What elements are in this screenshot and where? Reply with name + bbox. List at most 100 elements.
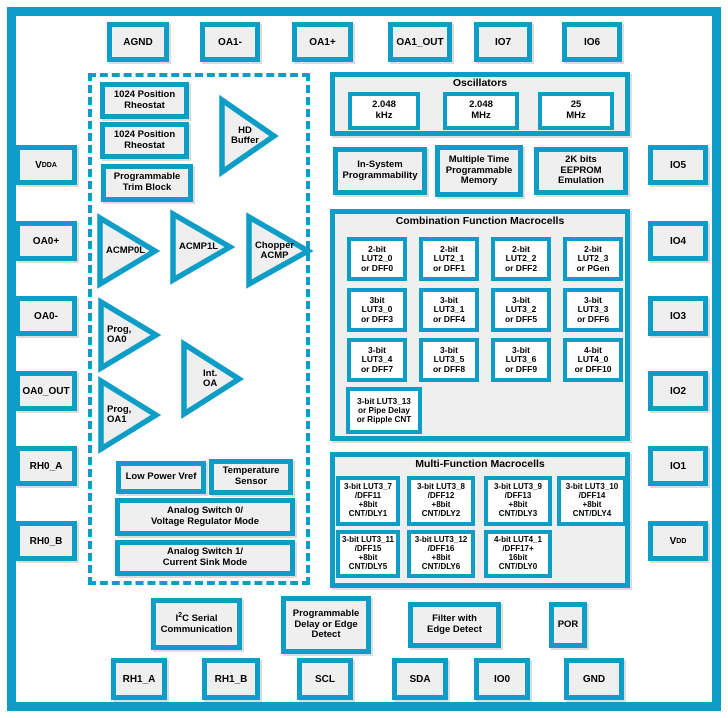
triangle-label: Prog, OA1	[107, 403, 132, 425]
macrocell-lut3-2: 3-bit LUT3_2 or DFF5	[491, 288, 551, 332]
pin-io7: IO7	[474, 22, 532, 62]
macrocell-lut2-1: 2-bit LUT2_1 or DFF1	[419, 237, 479, 281]
pin-label: IO7	[494, 36, 512, 48]
triangle-shape-icon	[98, 297, 162, 373]
pin-label: RH0_A	[29, 460, 63, 472]
pin-label: OA1_OUT	[396, 36, 444, 48]
cell-label: 3-bit LUT3_9 /DFF13 +8bit CNT/DLY3	[493, 482, 542, 518]
cell-label: 3-bit LUT3_13 or Pipe Delay or Ripple CN…	[356, 396, 412, 425]
cell-label: 3-bit LUT3_10 /DFF14 +8bit CNT/DLY4	[565, 482, 619, 518]
pin-label: SCL	[315, 673, 335, 685]
oscillator-25mhz: 25 MHz	[538, 92, 614, 130]
pin-oa1-out: OA1_OUT	[388, 22, 452, 62]
block-label: Analog Switch 1/ Current Sink Mode	[162, 546, 248, 568]
pin-oa0-plus: OA0+	[15, 221, 77, 261]
triangle-shape-icon	[97, 213, 161, 289]
triangle-label: Chopper ACMP	[255, 239, 295, 261]
pin-label: IO4	[669, 235, 687, 247]
multiple-time-programmable-memory-block: Multiple Time Programmable Memory	[435, 145, 523, 197]
macrocell-lut3-10: 3-bit LUT3_10 /DFF14 +8bit CNT/DLY4	[557, 476, 627, 526]
macrocell-lut2-2: 2-bit LUT2_2 or DFF2	[491, 237, 551, 281]
analog-section-outline	[88, 73, 310, 585]
i2c-pre: I	[175, 613, 179, 625]
chip-boundary	[7, 7, 721, 711]
pin-oa1-plus: OA1+	[292, 22, 353, 62]
chopper-acmp-triangle: Chopper ACMP	[246, 212, 314, 289]
pin-label: RH1_B	[214, 673, 248, 685]
cell-label: 3-bit LUT3_3 or DFF6	[576, 294, 610, 324]
block-label: Low Power Vref	[125, 471, 197, 483]
pin-label: V	[669, 535, 677, 547]
triangle-shape-icon	[170, 209, 236, 285]
block-label: 1024 Position Rheostat	[113, 128, 176, 151]
macrocell-lut4-0: 4-bit LUT4_0 or DFF10	[563, 338, 623, 382]
temperature-sensor-block: Temperature Sensor	[209, 459, 293, 495]
block-label: Multiple Time Programmable Memory	[445, 153, 513, 187]
oscillator-2048mhz: 2.048 MHz	[443, 92, 519, 130]
i2c-post: C Serial	[182, 613, 218, 625]
pin-gnd: GND	[564, 658, 624, 700]
pin-rh0-b: RH0_B	[15, 521, 77, 561]
pin-label-subscript: DDA	[41, 161, 57, 169]
oscillator-2048khz: 2.048 kHz	[348, 92, 420, 130]
int-oa-triangle: Int. OA	[181, 338, 245, 420]
macrocell-lut2-0: 2-bit LUT2_0 or DFF0	[347, 237, 407, 281]
triangle-label: ACMP1L	[179, 240, 219, 252]
triangle-shape-icon	[181, 338, 245, 420]
pin-oa0-minus: OA0-	[15, 296, 77, 336]
pin-io0: IO0	[474, 658, 530, 700]
pin-label: IO3	[669, 310, 687, 322]
triangle-label: Int. OA	[203, 367, 218, 389]
macrocell-lut3-1: 3-bit LUT3_1 or DFF4	[419, 288, 479, 332]
pin-label: SDA	[409, 673, 431, 685]
pin-rh1-b: RH1_B	[202, 658, 260, 700]
prog-oa0-triangle: Prog, OA0	[98, 297, 162, 373]
pin-label: IO6	[583, 36, 601, 48]
macrocell-lut3-11: 3-bit LUT3_11 /DFF15 +8bit CNT/DLY5	[336, 530, 400, 578]
block-label: 2.048 kHz	[372, 99, 396, 121]
pin-label: IO0	[493, 673, 511, 685]
cell-label: 3-bit LUT3_7 /DFF11 +8bit CNT/DLY1	[343, 482, 392, 518]
analog-switch-0-block: Analog Switch 0/ Voltage Regulator Mode	[115, 498, 295, 536]
cell-label: 3-bit LUT3_2 or DFF5	[504, 294, 538, 324]
pin-label-subscript: DD	[676, 537, 687, 545]
pin-label: RH1_A	[122, 673, 156, 685]
pin-io2: IO2	[648, 371, 708, 411]
cell-label: 3-bit LUT3_1 or DFF4	[432, 294, 466, 324]
block-label: 2.048 MHz	[469, 99, 493, 121]
cell-label: 2-bit LUT2_0 or DFF0	[360, 243, 394, 273]
low-power-vref-block: Low Power Vref	[116, 461, 206, 494]
pin-label: GND	[582, 673, 606, 685]
macrocell-lut3-9: 3-bit LUT3_9 /DFF13 +8bit CNT/DLY3	[484, 476, 552, 526]
pin-label: OA1+	[309, 36, 336, 48]
macrocell-lut2-3: 2-bit LUT2_3 or PGen	[563, 237, 623, 281]
macrocell-lut3-8: 3-bit LUT3_8 /DFF12 +8bit CNT/DLY2	[407, 476, 475, 526]
prog-oa1-triangle: Prog, OA1	[98, 376, 162, 454]
pin-agnd: AGND	[107, 22, 169, 62]
rheostat-1-block: 1024 Position Rheostat	[100, 122, 189, 159]
pin-io3: IO3	[648, 296, 708, 336]
multi-function-macrocells-title: Multi-Function Macrocells	[415, 458, 545, 470]
i2c-line2: Communication	[160, 624, 233, 636]
cell-label: 2-bit LUT2_3 or PGen	[576, 243, 610, 273]
macrocell-lut3-3: 3-bit LUT3_3 or DFF6	[563, 288, 623, 332]
pin-io6: IO6	[562, 22, 622, 62]
pin-rh1-a: RH1_A	[111, 658, 167, 700]
triangle-label: HD Buffer	[230, 124, 259, 146]
pin-label: IO1	[669, 460, 687, 472]
pin-label: OA0_OUT	[22, 385, 70, 397]
block-label: 2K bits EEPROM Emulation	[558, 153, 604, 187]
macrocell-lut3-4: 3-bit LUT3_4 or DFF7	[347, 338, 407, 382]
block-label: 1024 Position Rheostat	[113, 88, 176, 111]
pin-oa1-minus: OA1-	[200, 22, 260, 62]
triangle-shape-icon	[98, 376, 162, 454]
filter-edge-detect-block: Filter with Edge Detect	[408, 602, 501, 648]
triangle-shape-icon	[219, 94, 279, 178]
block-label: In-System Programmability	[342, 159, 418, 181]
cell-label: 4-bit LUT4_1 /DFF17+ 16bit CNT/DLY0	[493, 535, 542, 571]
programmable-delay-block: Programmable Delay or Edge Detect	[281, 596, 371, 654]
macrocell-lut3-12: 3-bit LUT3_12 /DFF16 +8bit CNT/DLY6	[407, 530, 475, 578]
